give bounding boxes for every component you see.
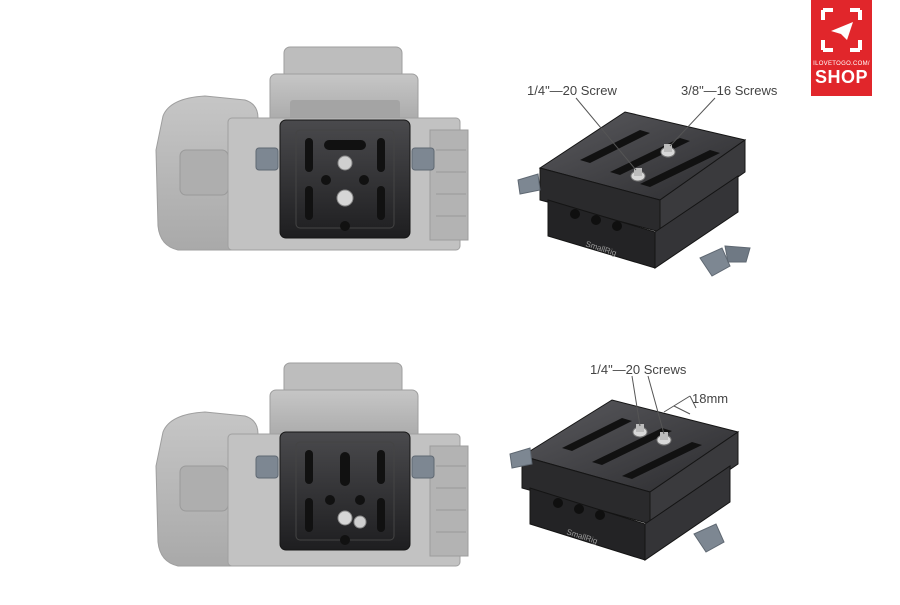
annotation-quarter-screw: 1/4"—20 Screw bbox=[527, 83, 617, 98]
scan-paperplane-icon bbox=[821, 8, 862, 52]
shop-logo[interactable]: ILOVETOGO.COM/ SHOP bbox=[811, 0, 872, 96]
annotation-spacing: 18mm bbox=[692, 391, 729, 406]
camera-with-plate-top bbox=[155, 46, 469, 251]
shop-site-text: ILOVETOGO.COM/ bbox=[813, 61, 870, 67]
camera-with-plate-bottom bbox=[155, 362, 469, 567]
annotation-quarter-screws: 1/4"—20 Screws bbox=[590, 362, 687, 377]
plate-perspective-top: SmallRig bbox=[517, 97, 751, 277]
annotation-three-eighths-screws: 3/8"—16 Screws bbox=[681, 83, 778, 98]
plate-perspective-bottom: SmallRig bbox=[509, 375, 740, 561]
shop-wordmark: SHOP bbox=[814, 67, 868, 87]
